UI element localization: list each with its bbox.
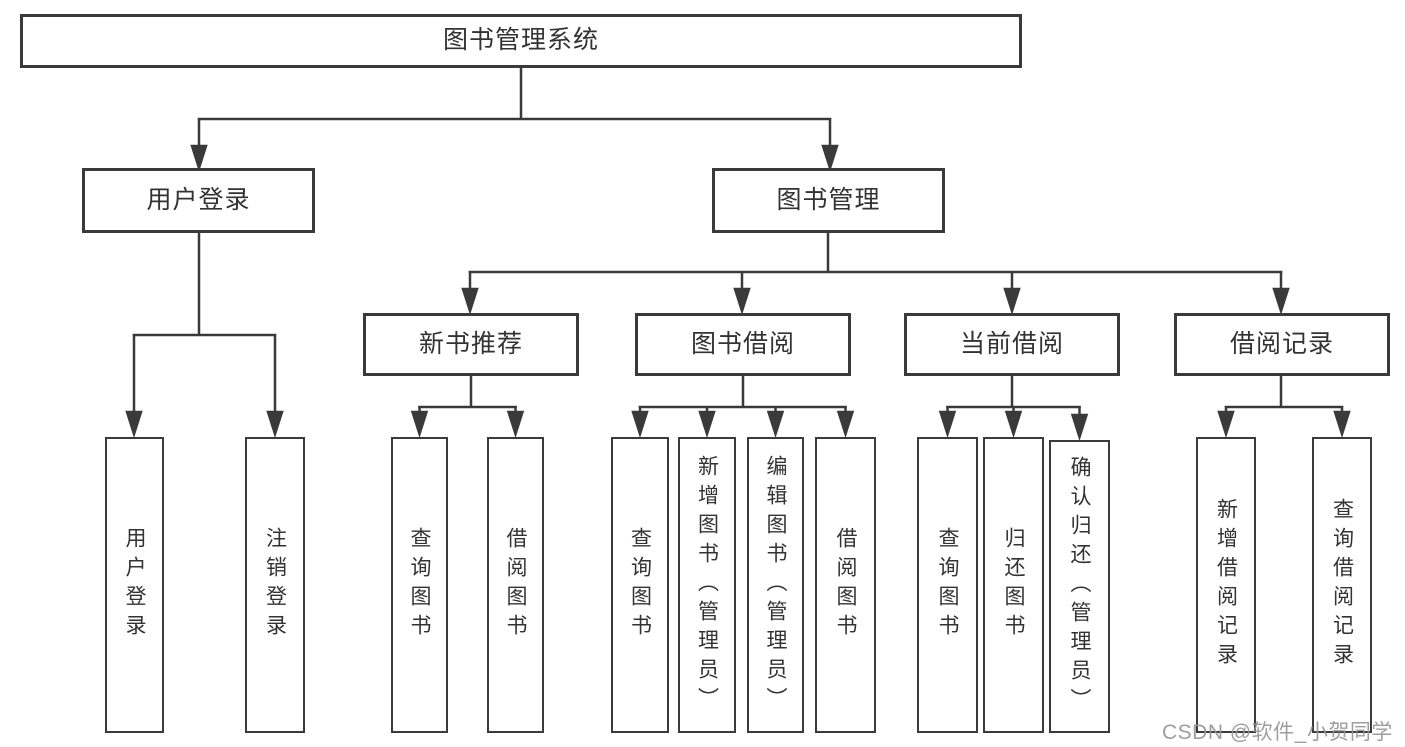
node-bb-edit-books-admin: 编辑图书（管理员） <box>747 437 804 733</box>
node-nbr-borrow-books: 借阅图书 <box>487 437 544 733</box>
node-library-system: 图书管理系统 <box>20 14 1022 68</box>
node-logout: 注销登录 <box>245 437 305 733</box>
node-bb-add-books-admin: 新增图书（管理员） <box>678 437 736 733</box>
node-cb-confirm-return-admin: 确认归还（管理员） <box>1049 440 1110 733</box>
node-bb-borrow-books: 借阅图书 <box>815 437 876 733</box>
csdn-watermark: CSDN @软件_小贺同学 <box>1162 721 1393 744</box>
node-current-borrowing: 当前借阅 <box>904 313 1120 376</box>
node-br-query-record: 查询借阅记录 <box>1312 437 1372 733</box>
node-cb-query-books: 查询图书 <box>917 437 978 733</box>
connector-book-borrowing-children <box>631 376 855 439</box>
connector-new-book-recommendation-children <box>410 376 525 439</box>
connector-user-login-children <box>125 233 284 439</box>
node-cb-return-books: 归还图书 <box>983 437 1044 733</box>
node-user-login-action: 用户登录 <box>105 437 164 733</box>
node-user-login: 用户登录 <box>82 168 315 233</box>
connector-borrowing-records-children <box>1217 376 1351 439</box>
node-br-add-record: 新增借阅记录 <box>1196 437 1256 733</box>
node-bb-query-books: 查询图书 <box>611 437 669 733</box>
node-book-borrowing: 图书借阅 <box>635 313 851 376</box>
connector-root-to-level2 <box>190 66 839 173</box>
node-book-management: 图书管理 <box>712 168 945 233</box>
node-borrowing-records: 借阅记录 <box>1174 313 1390 376</box>
connector-current-borrowing-children <box>938 376 1089 442</box>
node-nbr-query-books: 查询图书 <box>391 437 448 733</box>
node-new-book-recommendation: 新书推荐 <box>363 313 579 376</box>
connector-book-management-children <box>461 233 1290 316</box>
